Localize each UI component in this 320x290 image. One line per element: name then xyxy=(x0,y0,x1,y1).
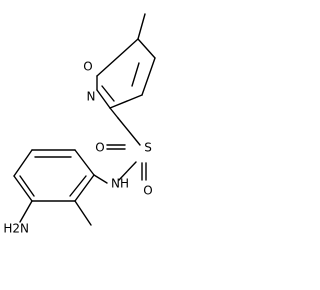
atom-label-sulfonyl-oxygen-bottom: O xyxy=(143,184,152,198)
bond-o-c5 xyxy=(96,38,139,77)
bond-c7-c8 xyxy=(109,94,143,109)
bond-ar-nh2 xyxy=(19,200,33,223)
bond-ar-6 xyxy=(13,149,33,177)
bond-ar-3-inner xyxy=(69,175,87,197)
bond-c8-n xyxy=(96,89,111,109)
bond-methyl-1 xyxy=(137,13,146,40)
bond-ar-5 xyxy=(13,175,33,202)
atom-label-nh: NH xyxy=(111,177,129,191)
bond-ch2-s xyxy=(117,117,141,146)
atom-label-sulfonyl-oxygen-left: O xyxy=(95,141,104,155)
bond-s-nh xyxy=(118,161,137,181)
bond-ar-2 xyxy=(74,149,95,176)
atom-label-nitrogen: N xyxy=(87,90,96,104)
bond-ar-5-inner xyxy=(19,175,35,197)
bond-c6-c7 xyxy=(141,57,156,96)
molecule-canvas: O N S O O NH H2N xyxy=(3,13,156,236)
atom-label-oxygen: O xyxy=(83,60,92,74)
atom-label-sulfur: S xyxy=(144,141,152,155)
bond-c6-c7-double xyxy=(131,62,140,87)
atom-label-amine: H2N xyxy=(3,222,29,236)
molecule-structure: O N S O O NH H2N xyxy=(3,13,156,236)
bond-nh-ring xyxy=(93,174,108,184)
bond-ar-3 xyxy=(74,174,95,202)
bond-c5-c6 xyxy=(137,38,156,59)
bond-c8-n-double xyxy=(101,85,115,102)
bond-ring-ch2 xyxy=(109,107,119,119)
bond-ar-methyl xyxy=(74,200,92,226)
